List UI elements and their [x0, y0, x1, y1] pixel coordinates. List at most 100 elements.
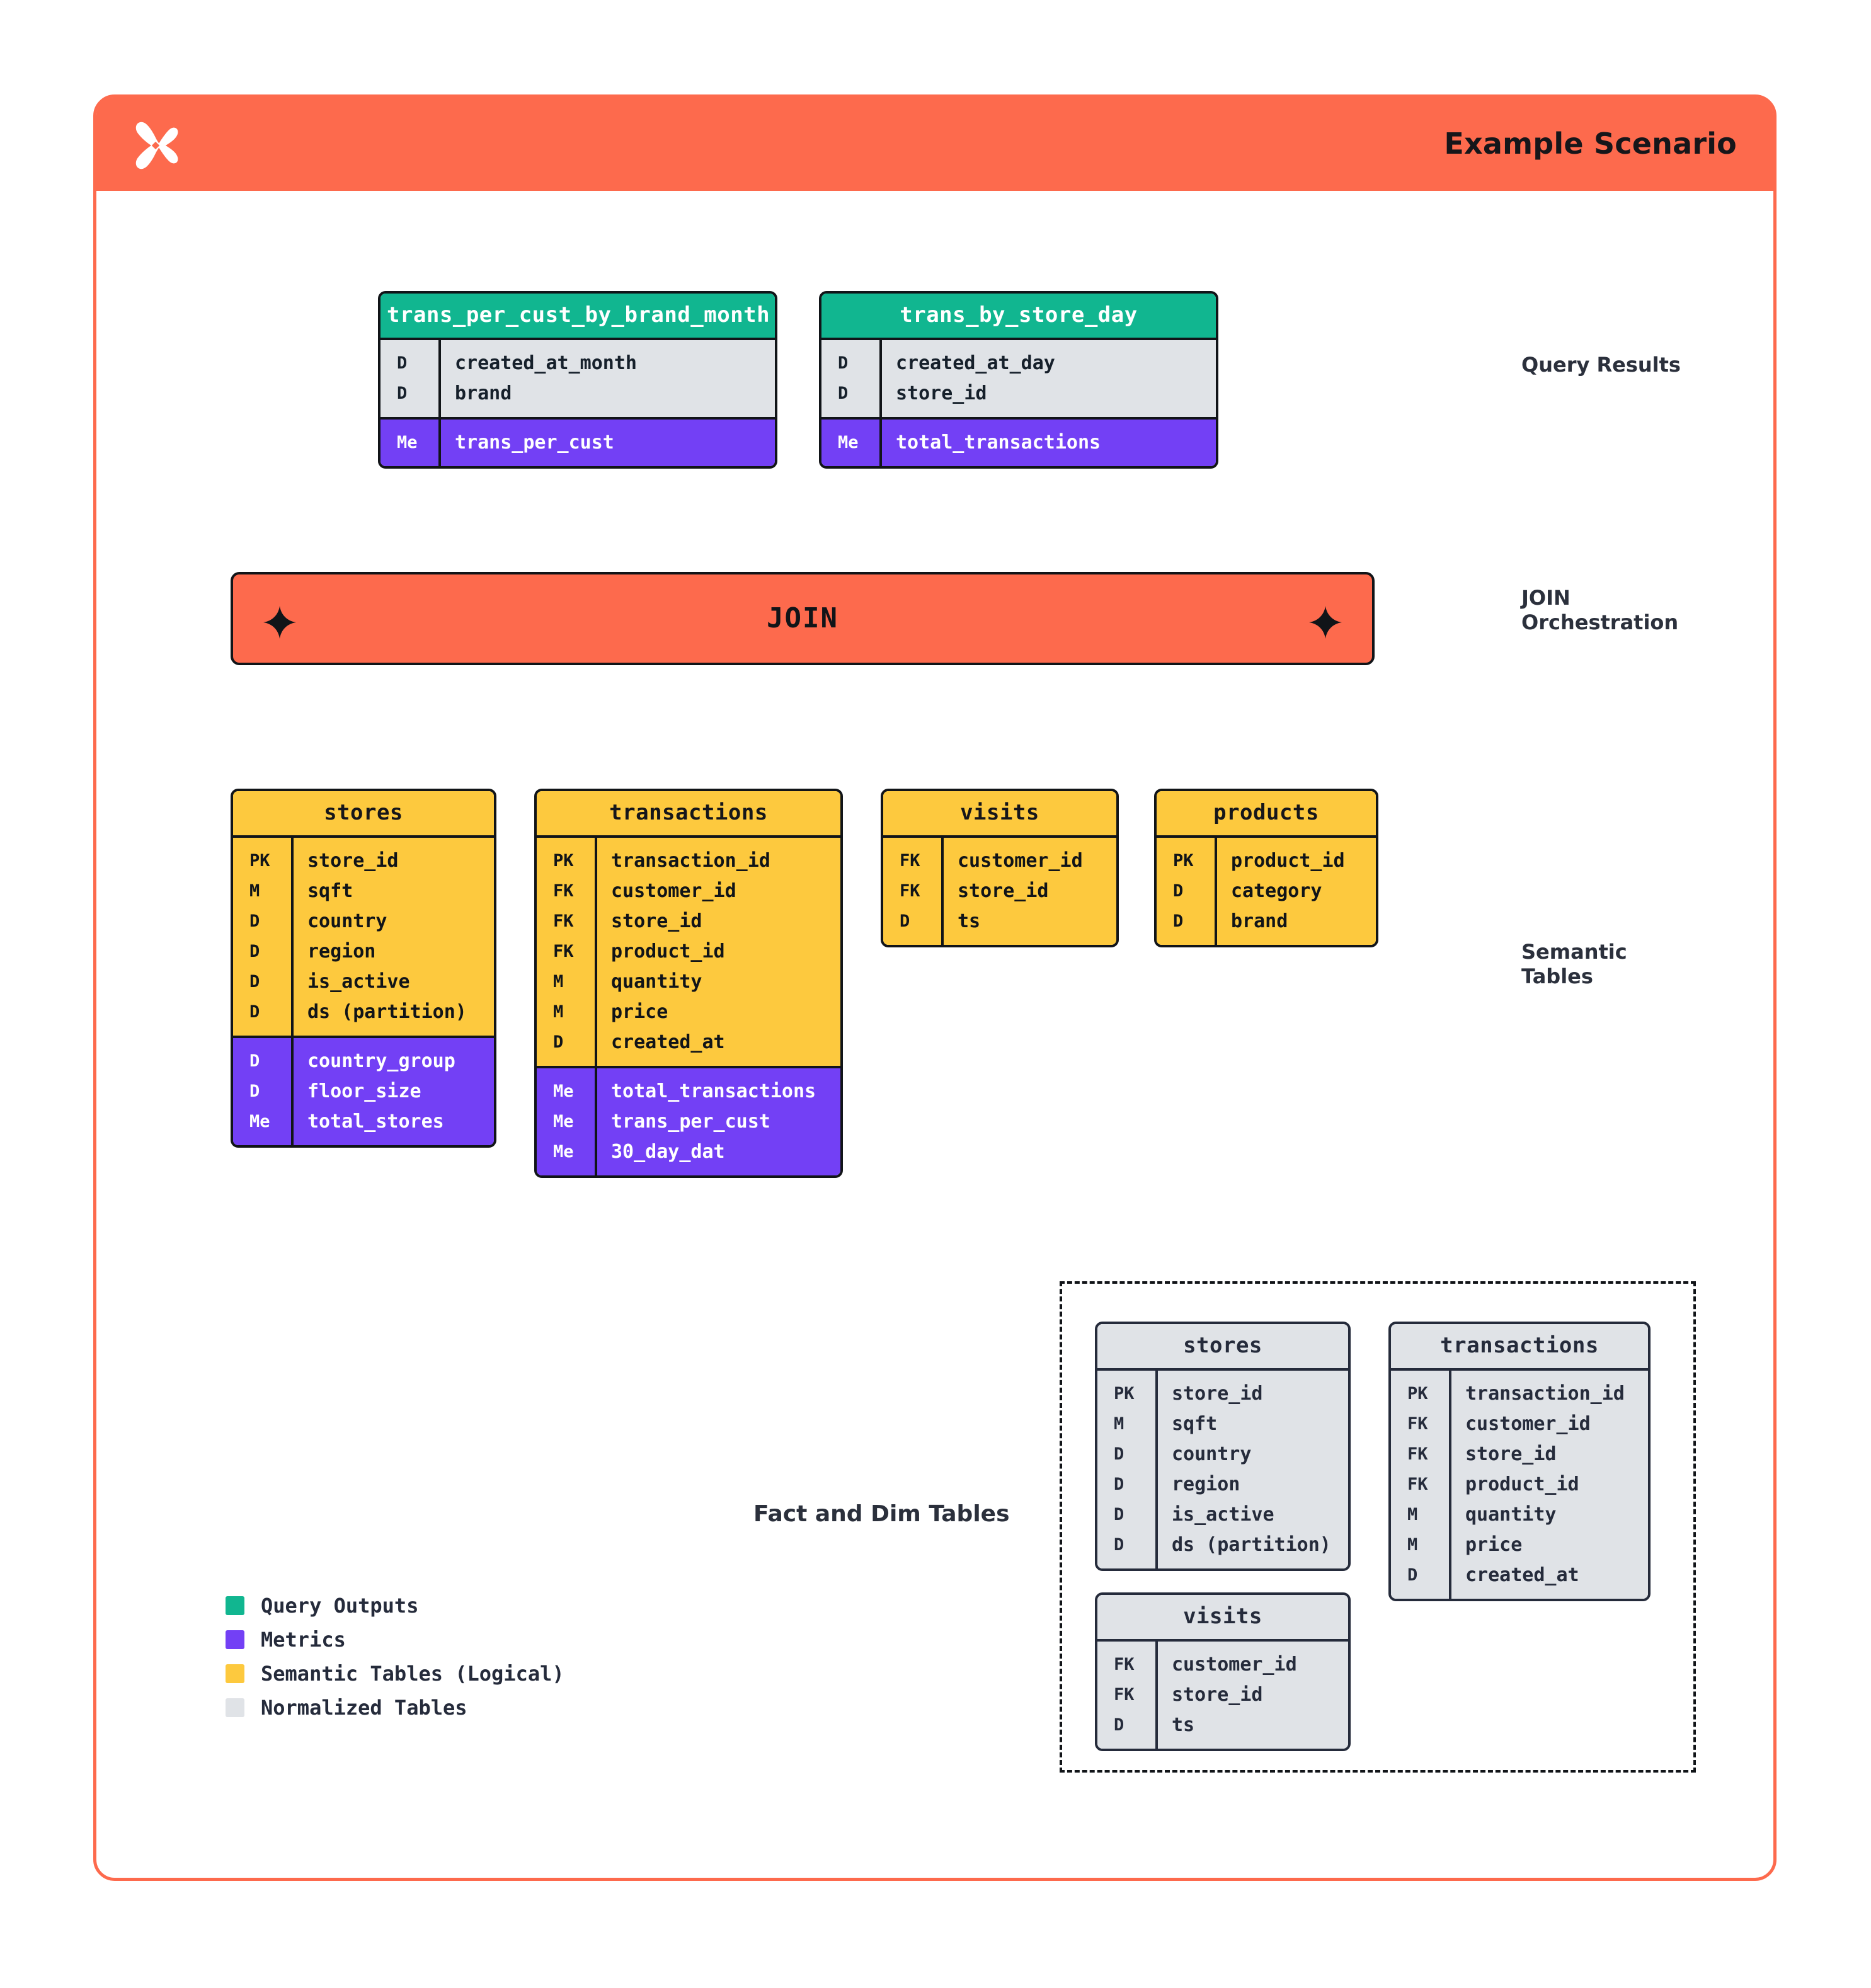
- field-name: created_at_month: [455, 351, 637, 374]
- annotation-line-1: JOIN: [1521, 586, 1571, 610]
- table-row: D created_at_month: [380, 348, 775, 378]
- field-name: quantity: [611, 970, 702, 993]
- table-title: transactions: [1391, 1324, 1648, 1368]
- legend-label: Metrics: [261, 1628, 346, 1652]
- key-badge: M: [249, 881, 260, 901]
- field-name: created_at: [611, 1031, 725, 1053]
- field-name: total_transactions: [896, 431, 1101, 454]
- field-name: floor_size: [307, 1080, 421, 1102]
- field-name: customer_id: [611, 879, 736, 902]
- key-badge: PK: [1407, 1383, 1428, 1403]
- key-badge: D: [1173, 911, 1184, 931]
- key-badge: D: [249, 1051, 260, 1071]
- key-badge: PK: [553, 850, 574, 871]
- metric-rows: Me trans_per_cust: [380, 417, 775, 466]
- table-title: stores: [233, 791, 494, 835]
- legend: Query Outputs Metrics Semantic Tables (L…: [226, 1589, 564, 1725]
- legend-label: Query Outputs: [261, 1594, 419, 1618]
- field-name: price: [611, 1000, 668, 1023]
- legend-swatch-semantic-tables: [226, 1664, 244, 1683]
- annotation-join-orchestration: JOIN Orchestration: [1521, 586, 1678, 635]
- table-title: stores: [1097, 1324, 1348, 1368]
- field-name: ds (partition): [1172, 1533, 1331, 1556]
- field-name: trans_per_cust: [455, 431, 614, 454]
- key-badge: PK: [249, 850, 270, 871]
- field-name: category: [1231, 879, 1322, 902]
- fact-and-dim-tables-group: [1060, 1281, 1696, 1773]
- key-badge: Me: [553, 1081, 574, 1101]
- key-badge: FK: [1407, 1474, 1428, 1494]
- key-badge: D: [1114, 1715, 1124, 1735]
- field-name: customer_id: [1172, 1653, 1297, 1676]
- key-badge: PK: [1114, 1383, 1135, 1403]
- join-orchestration-bar[interactable]: JOIN: [231, 572, 1375, 665]
- field-name: country: [307, 910, 387, 932]
- key-badge: D: [900, 911, 910, 931]
- query-result-table-trans-by-store-day[interactable]: trans_by_store_day D created_at_day D st…: [819, 291, 1218, 469]
- join-label: JOIN: [767, 602, 838, 634]
- key-badge: D: [1114, 1504, 1124, 1524]
- key-badge: M: [1407, 1534, 1418, 1555]
- annotation-query-results: Query Results: [1521, 353, 1681, 377]
- field-name: total_stores: [307, 1110, 444, 1133]
- field-name: price: [1465, 1533, 1523, 1556]
- field-name: store_id: [1172, 1683, 1263, 1706]
- key-badge: Me: [553, 1141, 574, 1162]
- key-badge: M: [1407, 1504, 1418, 1524]
- field-name: trans_per_cust: [611, 1110, 770, 1133]
- field-name: brand: [1231, 910, 1288, 932]
- key-badge: D: [249, 971, 260, 991]
- table-row: D store_id: [821, 378, 1216, 408]
- field-name: total_transactions: [611, 1080, 816, 1102]
- annotation-fact-and-dim-tables: Fact and Dim Tables: [753, 1501, 1010, 1527]
- legend-swatch-query-outputs: [226, 1596, 244, 1615]
- table-row: Me total_transactions: [821, 427, 1216, 457]
- page-title: Example Scenario: [1444, 127, 1737, 161]
- table-row: Me trans_per_cust: [380, 427, 775, 457]
- field-name: customer_id: [958, 849, 1083, 872]
- table-title: trans_by_store_day: [821, 294, 1216, 338]
- table-row: Me total_transactions: [537, 1076, 840, 1106]
- key-badge: D: [1114, 1474, 1124, 1494]
- query-result-table-trans-per-cust-by-brand-month[interactable]: trans_per_cust_by_brand_month D created_…: [378, 291, 777, 469]
- annotation-semantic-tables: Semantic Tables: [1521, 940, 1627, 989]
- field-name: created_at_day: [896, 351, 1055, 374]
- sparkle-icon: [1309, 606, 1342, 639]
- legend-swatch-normalized-tables: [226, 1698, 244, 1717]
- key-badge: D: [397, 353, 408, 373]
- legend-item: Metrics: [226, 1623, 564, 1657]
